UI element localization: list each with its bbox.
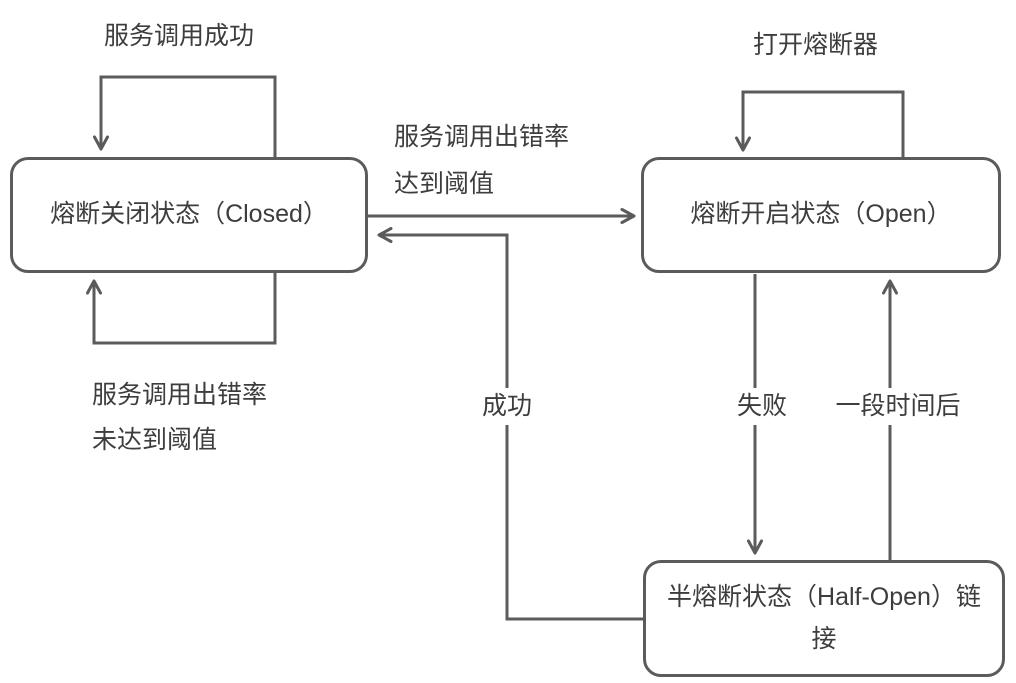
label-error-rate-threshold-line1: 服务调用出错率 <box>394 123 570 151</box>
label-error-rate-not-threshold-line1: 服务调用出错率 <box>92 381 268 409</box>
edge-closed-self-top <box>93 75 277 158</box>
state-node-open: 熔断开启状态（Open） <box>641 157 1001 273</box>
label-after-period: 一段时间后 <box>828 388 968 425</box>
label-failure: 失败 <box>729 388 795 425</box>
state-node-closed-label: 熔断关闭状态（Closed） <box>50 200 328 229</box>
state-node-half-open: 半熔断状态（Half-Open）链接 <box>643 560 1005 677</box>
edge-closed-self-bottom <box>86 272 277 345</box>
state-node-open-label: 熔断开启状态（Open） <box>690 200 952 229</box>
label-error-rate-not-threshold-line2: 未达到阈值 <box>92 426 218 454</box>
label-open-breaker: 打开熔断器 <box>753 31 879 59</box>
label-error-rate-threshold-line2: 达到阈值 <box>394 170 495 198</box>
label-success: 成功 <box>474 388 540 425</box>
edge-half-open-to-closed <box>377 227 643 621</box>
label-service-call-success: 服务调用成功 <box>104 22 255 50</box>
state-node-half-open-label: 半熔断状态（Half-Open）链接 <box>667 583 981 653</box>
edge-open-self-top <box>735 90 905 158</box>
state-node-closed: 熔断关闭状态（Closed） <box>10 157 368 273</box>
